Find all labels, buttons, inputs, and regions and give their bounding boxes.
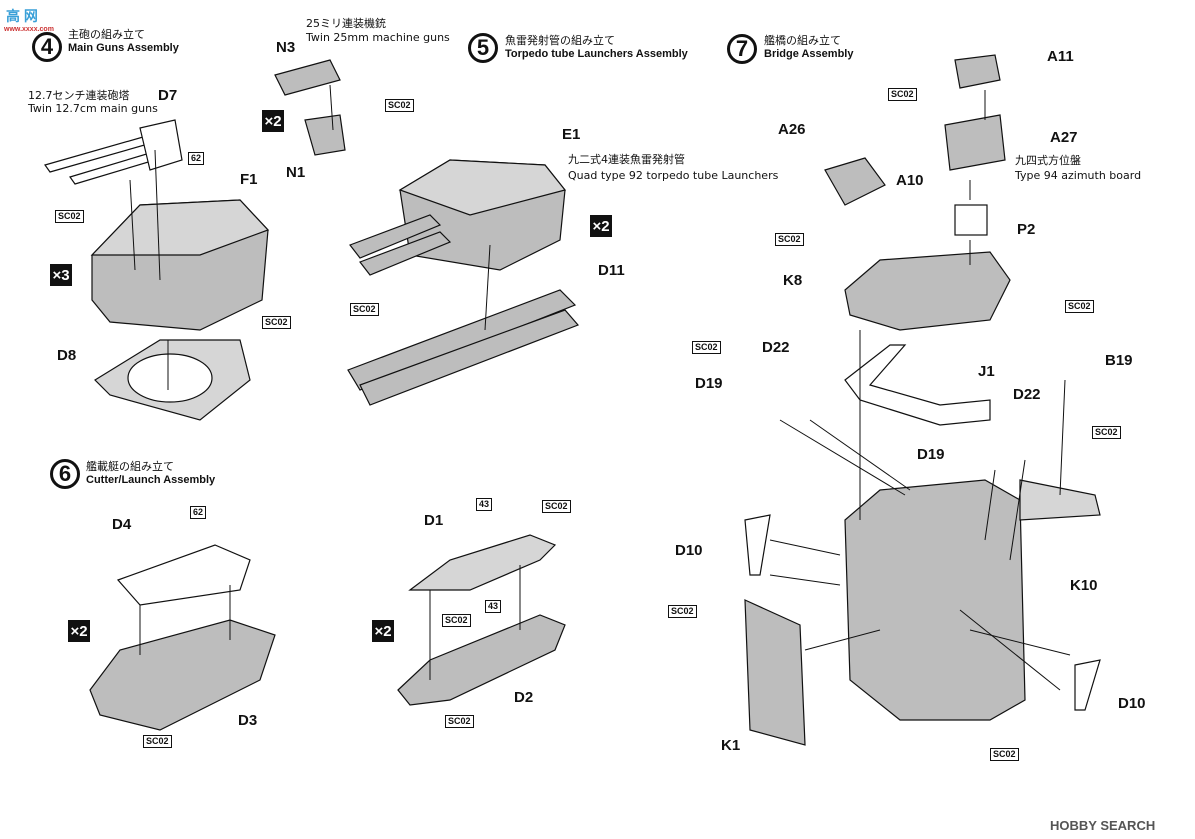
bridge-k8-drawing: [844, 251, 1011, 331]
bridge-k10-drawing: [844, 479, 1026, 721]
color-code-sc02: SC02: [385, 99, 414, 112]
color-code-sc02: SC02: [445, 715, 474, 728]
part-label-j1: J1: [978, 363, 995, 380]
note-main-guns-en: Twin 12.7cm main guns: [28, 102, 158, 115]
cutter-d3-drawing: [89, 619, 276, 731]
multiplier-x2: ×2: [262, 110, 284, 132]
part-label-d10: D10: [675, 542, 703, 559]
note-mg-en: Twin 25mm machine guns: [306, 31, 450, 44]
part-label-a26: A26: [778, 121, 806, 138]
part-label-a11: A11: [1047, 48, 1074, 65]
color-code-sc02: SC02: [775, 233, 804, 246]
multiplier-x2: ×2: [68, 620, 90, 642]
watermark-logo: 高 网: [6, 8, 38, 24]
color-code-43: 43: [476, 498, 493, 511]
color-code-sc02: SC02: [1065, 300, 1094, 313]
color-code-62: 62: [188, 152, 205, 165]
color-code-sc02: SC02: [442, 614, 471, 627]
note-azimuth-en: Type 94 azimuth board: [1015, 169, 1142, 182]
multiplier-x3: ×3: [50, 264, 72, 286]
part-label-d22: D22: [762, 339, 790, 356]
part-label-d11: D11: [598, 262, 625, 279]
step-5-number: 5: [468, 33, 498, 63]
part-label-a27: A27: [1050, 129, 1078, 146]
note-azimuth-jp: 九四式方位盤: [1015, 154, 1081, 167]
part-label-b19: B19: [1105, 352, 1133, 369]
part-label-n1: N1: [286, 164, 306, 181]
part-label-d10: D10: [1118, 695, 1146, 712]
step-4-title-jp: 主砲の組み立て: [68, 28, 145, 41]
color-code-sc02: SC02: [350, 303, 379, 316]
step-7-number: 7: [727, 34, 757, 64]
note-mg-jp: 25ミリ連装機銃: [306, 17, 386, 30]
color-code-62: 62: [190, 506, 207, 519]
step-5-title-en: Torpedo tube Launchers Assembly: [505, 48, 688, 60]
part-label-p2: P2: [1017, 221, 1036, 238]
color-code-43: 43: [485, 600, 502, 613]
note-main-guns-jp: 12.7センチ連装砲塔: [28, 89, 130, 102]
launch-d2-drawing: [397, 614, 566, 706]
part-label-e1: E1: [562, 126, 581, 143]
step-6-title-en: Cutter/Launch Assembly: [86, 474, 216, 486]
color-code-sc02: SC02: [262, 316, 291, 329]
part-label-f1: F1: [240, 171, 258, 188]
watermark-hobbysearch: HOBBY SEARCH: [1050, 818, 1156, 833]
color-code-sc02: SC02: [542, 500, 571, 513]
color-code-sc02: SC02: [668, 605, 697, 618]
color-code-sc02: SC02: [888, 88, 917, 101]
step-6-title-jp: 艦載艇の組み立て: [86, 460, 174, 473]
part-label-n3: N3: [276, 39, 296, 56]
color-code-sc02: SC02: [990, 748, 1019, 761]
part-label-k1: K1: [721, 737, 741, 754]
part-label-d4: D4: [112, 516, 132, 533]
color-code-sc02: SC02: [1092, 426, 1121, 439]
part-label-d1: D1: [424, 512, 444, 529]
part-label-k10: K10: [1070, 577, 1098, 594]
color-code-sc02: SC02: [692, 341, 721, 354]
part-label-d2: D2: [514, 689, 534, 706]
part-label-d8: D8: [57, 347, 77, 364]
note-torp-en: Quad type 92 torpedo tube Launchers: [568, 169, 779, 182]
note-torp-jp: 九二式4連装魚雷発射管: [568, 153, 685, 166]
part-label-d19: D19: [917, 446, 945, 463]
step-6-number: 6: [50, 459, 80, 489]
color-code-sc02: SC02: [55, 210, 84, 223]
color-code-sc02: SC02: [143, 735, 172, 748]
part-label-d22: D22: [1013, 386, 1041, 403]
part-label-a10: A10: [896, 172, 924, 189]
watermark-url: www.xxxx.com: [4, 26, 54, 33]
multiplier-x2: ×2: [590, 215, 612, 237]
step-7-title-en: Bridge Assembly: [764, 48, 854, 60]
part-label-d7: D7: [158, 87, 178, 104]
part-label-d3: D3: [238, 712, 258, 729]
step-4-number: 4: [32, 32, 62, 62]
step-4-title-en: Main Guns Assembly: [68, 42, 179, 54]
part-label-k8: K8: [783, 272, 803, 289]
multiplier-x2: ×2: [372, 620, 394, 642]
part-label-d19: D19: [695, 375, 723, 392]
step-7-title-jp: 艦橋の組み立て: [764, 34, 841, 47]
step-5-title-jp: 魚雷発射管の組み立て: [505, 34, 615, 47]
